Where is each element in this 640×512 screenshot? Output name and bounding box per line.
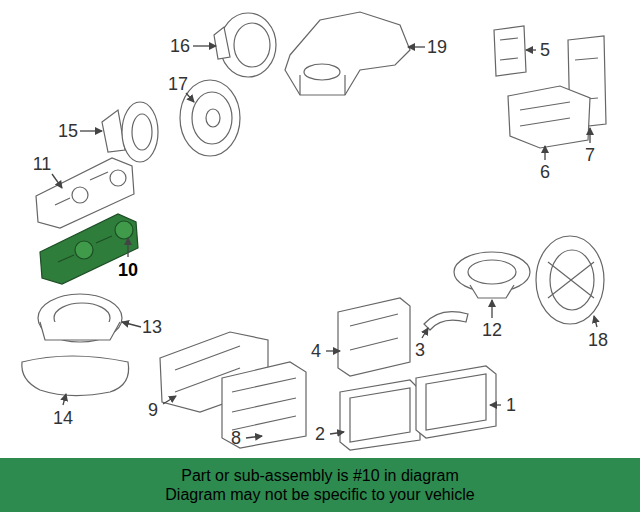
callout-number: 2	[315, 425, 325, 443]
callout-number: 16	[170, 37, 190, 55]
callout-number: 7	[585, 146, 595, 164]
callout-number: 6	[540, 163, 550, 181]
callout-number: 12	[482, 321, 502, 339]
callout-number: 1	[506, 396, 516, 414]
callout-number: 5	[540, 41, 550, 59]
banner-text: Part or sub-assembly is #10 in diagram	[181, 466, 458, 485]
callout-number: 8	[231, 429, 241, 447]
callout-number: 17	[168, 75, 188, 93]
callout-number: 11	[33, 155, 52, 173]
callout-number: 15	[58, 122, 78, 140]
info-banner: Part or sub-assembly is #10 in diagramDi…	[0, 458, 640, 512]
callout-number: 18	[588, 331, 608, 349]
callout-number: 3	[415, 341, 425, 359]
banner-text: Diagram may not be specific to your vehi…	[165, 485, 474, 504]
callout-number: 13	[142, 318, 162, 336]
callout-number: 14	[53, 409, 73, 427]
callout-number: 9	[148, 401, 158, 419]
callout-number: 10	[118, 261, 138, 279]
callout-number: 19	[427, 38, 447, 56]
callout-number: 4	[311, 342, 321, 360]
